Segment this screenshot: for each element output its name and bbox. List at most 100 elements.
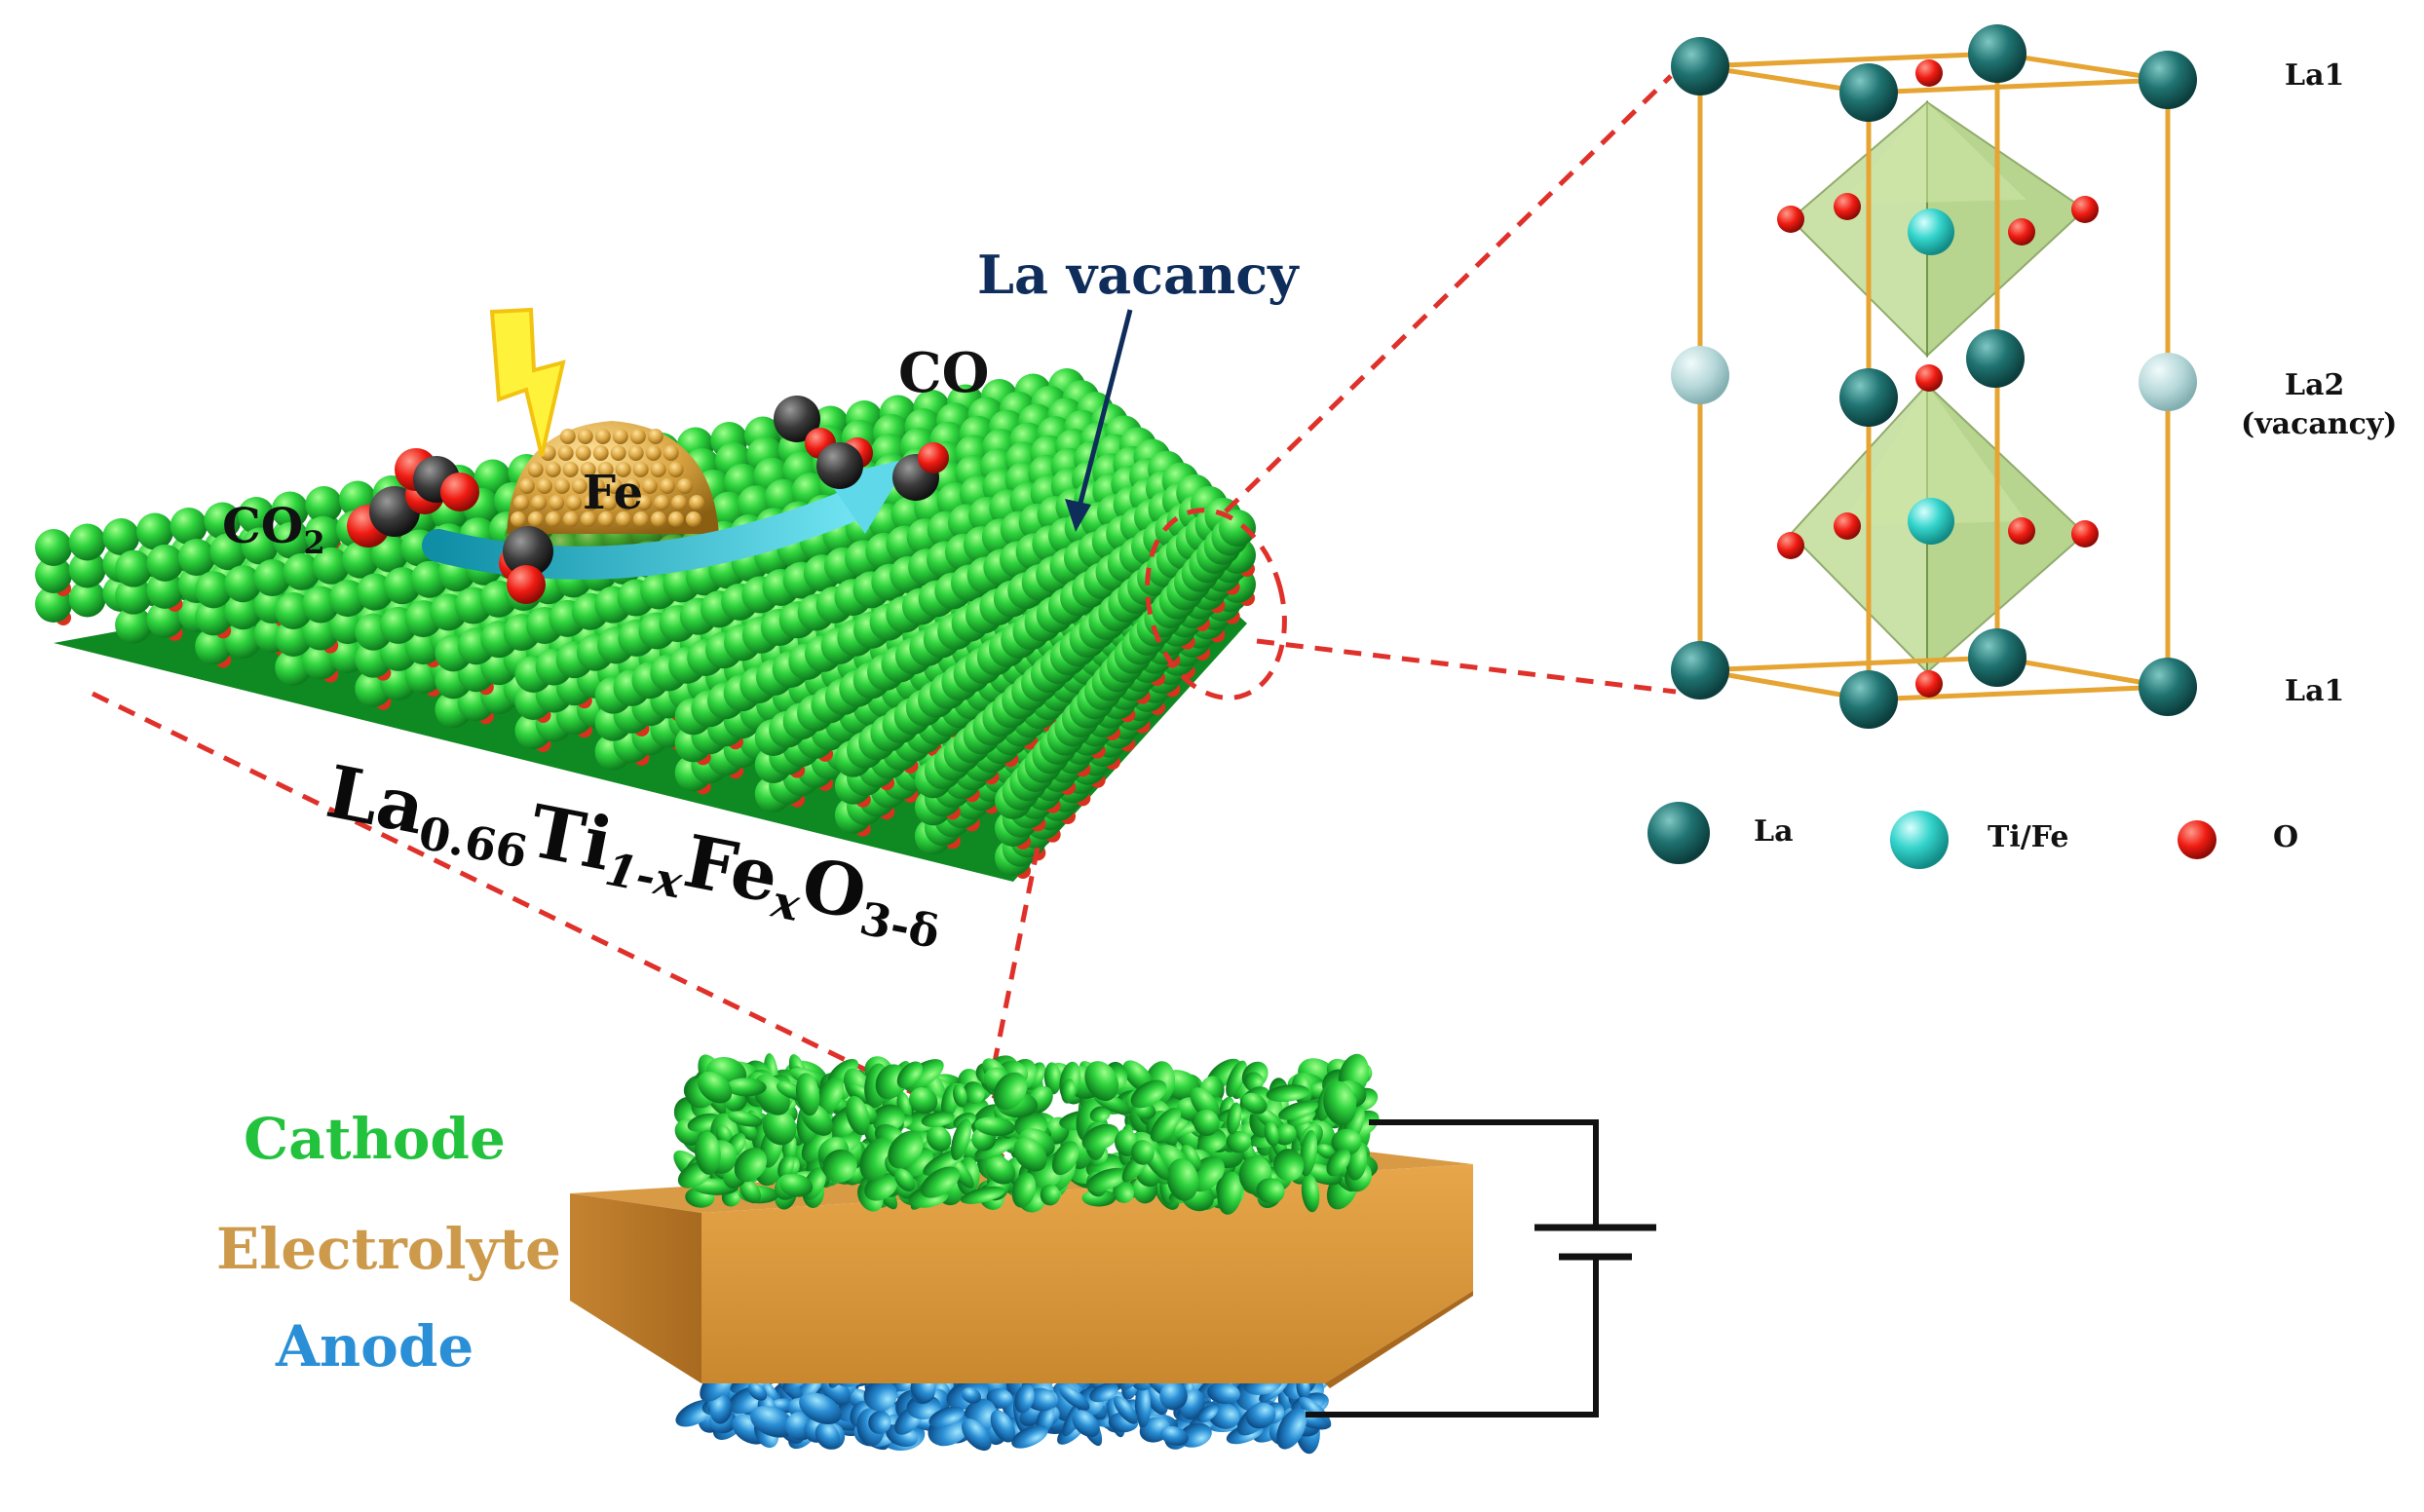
fe-label: Fe <box>583 466 643 520</box>
cathode-particle <box>1331 1128 1362 1156</box>
cathode-particle <box>1043 1062 1062 1095</box>
o-atom <box>1915 59 1943 87</box>
fe-atom <box>536 478 552 494</box>
co2-molecule <box>499 526 553 604</box>
cathode-particle <box>1301 1173 1320 1213</box>
fe-atom <box>689 495 705 510</box>
cathode-particle <box>921 1166 960 1198</box>
anode-particle <box>1113 1395 1138 1424</box>
cathode-particle <box>1131 1140 1155 1165</box>
anode-particle <box>990 1410 1016 1443</box>
legend-tife-label: Ti/Fe <box>1988 820 2069 854</box>
co2-molecule <box>395 448 479 511</box>
surface-la-sphere <box>68 580 106 618</box>
fe-atom <box>562 511 579 527</box>
fe-atom <box>610 445 626 461</box>
co2-label-main: CO <box>222 497 304 554</box>
fe-atom <box>510 511 526 527</box>
fe-atom <box>597 511 614 527</box>
cathode-particle <box>1326 1148 1351 1177</box>
zoom-lines <box>91 74 1677 1170</box>
fe-atom <box>606 478 623 494</box>
surface-la-sphere <box>195 598 233 636</box>
cathode-particle <box>927 1125 952 1152</box>
la-atom <box>1671 641 1729 699</box>
anode-particle <box>1014 1383 1035 1414</box>
surface-la-sphere <box>68 550 106 588</box>
la-atom <box>1968 24 2026 83</box>
fe-atom-dots <box>510 429 705 527</box>
ti-fe-atom <box>1908 208 1954 255</box>
cathode-particle <box>1226 1060 1247 1098</box>
formula-la: La <box>320 750 433 851</box>
crystal-label-la2: La2 <box>2285 368 2345 402</box>
legend-o-label: O <box>2273 820 2299 854</box>
cathode-particle <box>1226 1130 1252 1153</box>
cathode-particle <box>974 1135 1017 1160</box>
anode-particle <box>928 1406 966 1428</box>
surface-la-sphere <box>271 491 309 529</box>
anode-label: Anode <box>276 1313 474 1380</box>
cathode-particle <box>1193 1109 1220 1137</box>
cathode-particle <box>963 1081 985 1104</box>
anode-particle <box>799 1392 842 1425</box>
anode-particle <box>986 1388 1013 1409</box>
cathode-particle <box>695 1131 721 1175</box>
fe-atom <box>624 478 640 494</box>
cathode-particle <box>875 1064 906 1100</box>
fe-atom <box>632 511 649 527</box>
la-atom <box>2139 51 2197 109</box>
surface-la-sphere <box>209 533 247 571</box>
cathode-particle <box>921 1111 955 1128</box>
surface-la-sphere <box>102 518 140 555</box>
fe-atom <box>619 495 635 510</box>
surface-la-sphere <box>170 508 208 545</box>
cathode-particle <box>1051 1141 1079 1176</box>
surface-la-sphere <box>204 502 242 540</box>
fe-atom <box>627 445 644 461</box>
surface-la-sphere <box>224 565 262 603</box>
cathode-particle <box>888 1130 924 1169</box>
cathode-particle <box>1150 1107 1182 1142</box>
vacancy-pointer-arrow <box>1077 309 1133 508</box>
surface-la-sphere <box>371 535 409 573</box>
fe-atom <box>650 511 666 527</box>
surface-la-sphere <box>146 571 184 609</box>
cathode-particle <box>1266 1084 1310 1103</box>
fe-atom <box>615 511 631 527</box>
cathode-particle <box>1241 1092 1268 1115</box>
surface-la-sphere <box>146 544 184 582</box>
legend-la-marker <box>1648 802 1710 864</box>
cathode-particle <box>726 1077 767 1097</box>
anode-particle <box>961 1418 992 1452</box>
o-atom <box>2008 517 2035 545</box>
cathode-particle <box>1227 1102 1242 1135</box>
la-atom <box>1839 63 1898 122</box>
cathode-particle <box>1323 1080 1357 1126</box>
o-atom <box>1915 670 1943 698</box>
cathode-particle <box>960 1186 1005 1204</box>
cathode-particle <box>1130 1079 1167 1109</box>
la2-vacancy-atom <box>2139 353 2197 411</box>
lightning-bolt-icon <box>489 307 566 457</box>
fe-atom <box>676 478 693 494</box>
anode-particle <box>814 1422 841 1450</box>
external-circuit <box>1306 1119 1656 1418</box>
fe-atom <box>557 445 574 461</box>
cathode-particle <box>1316 1144 1338 1159</box>
fe-atom <box>562 462 579 477</box>
cathode-particle <box>985 1156 1016 1185</box>
surface-la-sphere <box>273 521 311 559</box>
fe-atom <box>588 478 605 494</box>
fe-atom <box>654 495 670 510</box>
anode-particle <box>1011 1424 1048 1449</box>
cathode-particle <box>950 1118 972 1160</box>
anode-particle <box>1207 1381 1240 1405</box>
anode-particle <box>1276 1408 1307 1450</box>
cathode-particle <box>698 1071 733 1104</box>
fe-atom <box>667 462 684 477</box>
cathode-particle <box>974 1116 1016 1137</box>
cathode-particle <box>846 1095 870 1136</box>
cathode-particle <box>795 1073 820 1116</box>
la-atom <box>2139 658 2197 716</box>
